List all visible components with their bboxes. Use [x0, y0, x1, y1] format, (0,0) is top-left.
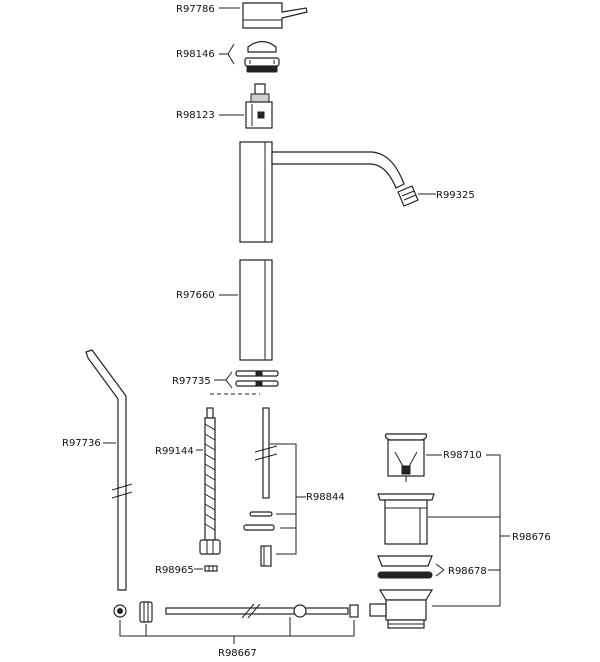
waste-seals-leader-1: [435, 563, 445, 571]
pivot-rod-kit-code: R98667: [218, 648, 257, 659]
cap-code: R98146: [176, 49, 215, 60]
cartridge-part[interactable]: [245, 83, 273, 129]
nut-part[interactable]: [204, 565, 218, 572]
handle-part[interactable]: [242, 2, 308, 29]
pivot-rod-kit-bracket: [119, 617, 355, 644]
handle-code: R97786: [176, 4, 215, 15]
aerator-part[interactable]: [397, 185, 419, 207]
body-extension-code: R97660: [176, 290, 215, 301]
cartridge-code: R98123: [176, 110, 215, 121]
lift-rod-part[interactable]: [85, 349, 133, 591]
base-washers-bracket: [225, 371, 233, 389]
waste-outlet-part[interactable]: [369, 589, 434, 629]
fixing-kit-code: R98844: [306, 492, 345, 503]
lift-rod-code: R97736: [62, 438, 101, 449]
aerator-code: R99325: [436, 190, 475, 201]
cap-part[interactable]: [244, 40, 280, 73]
waste-body-part[interactable]: [377, 493, 435, 545]
flex-hose-code: R99144: [155, 446, 194, 457]
pivot-rod-kit-part[interactable]: [113, 601, 359, 623]
fixing-kit-bracket: [270, 443, 306, 555]
tap-body[interactable]: [239, 141, 405, 243]
cap-bracket: [227, 43, 235, 65]
base-washers-code: R97735: [172, 376, 211, 387]
stopper-part[interactable]: [384, 433, 428, 482]
waste-assembly-bracket: [428, 454, 510, 607]
fixing-kit-part[interactable]: [243, 407, 278, 567]
flex-hose-part[interactable]: [199, 407, 221, 555]
waste-seals-leader-2: [435, 569, 445, 577]
body-extension-part[interactable]: [239, 259, 273, 361]
nut-code: R98965: [155, 565, 194, 576]
base-washers-part[interactable]: [235, 370, 279, 387]
stopper-code: R98710: [443, 450, 482, 461]
waste-seals-code: R98678: [448, 566, 487, 577]
waste-seals-part[interactable]: [377, 555, 433, 579]
waste-assembly-code: R98676: [512, 532, 551, 543]
